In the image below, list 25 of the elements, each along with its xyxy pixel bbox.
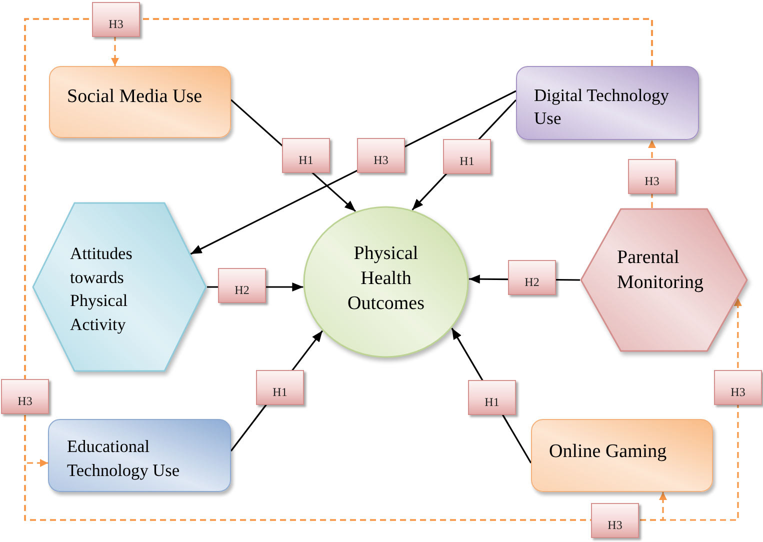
node-label: Social Media Use [67, 85, 204, 108]
node-label: Physical Health Outcomes [346, 242, 426, 316]
node-label: Parental Monitoring [617, 246, 705, 295]
edge-label: H3 [714, 370, 762, 404]
node-label: Digital Technology Use [534, 84, 670, 130]
edge-label: H3 [628, 158, 676, 194]
process-box [516, 66, 699, 140]
node-label: Online Gaming [549, 440, 668, 463]
ellipse-node [303, 206, 469, 358]
edge-label: H2 [508, 260, 556, 294]
edge-label: H3 [92, 2, 140, 36]
edge-label: H2 [218, 268, 266, 302]
edge-label: H1 [443, 138, 491, 174]
process-box [48, 419, 231, 492]
edge-label: H3 [591, 502, 639, 538]
node-label: Attitudes towards Physical Activity [70, 243, 134, 336]
edge-label: H1 [256, 370, 304, 404]
process-box [531, 419, 713, 492]
hexagon-node [32, 202, 207, 372]
hexagon-node [580, 208, 748, 352]
edge-label: H3 [357, 138, 405, 172]
process-box [49, 66, 231, 138]
edge-label: H1 [282, 138, 330, 172]
edge-label: H1 [468, 380, 516, 414]
node-label: Educational Technology Use [67, 436, 181, 482]
